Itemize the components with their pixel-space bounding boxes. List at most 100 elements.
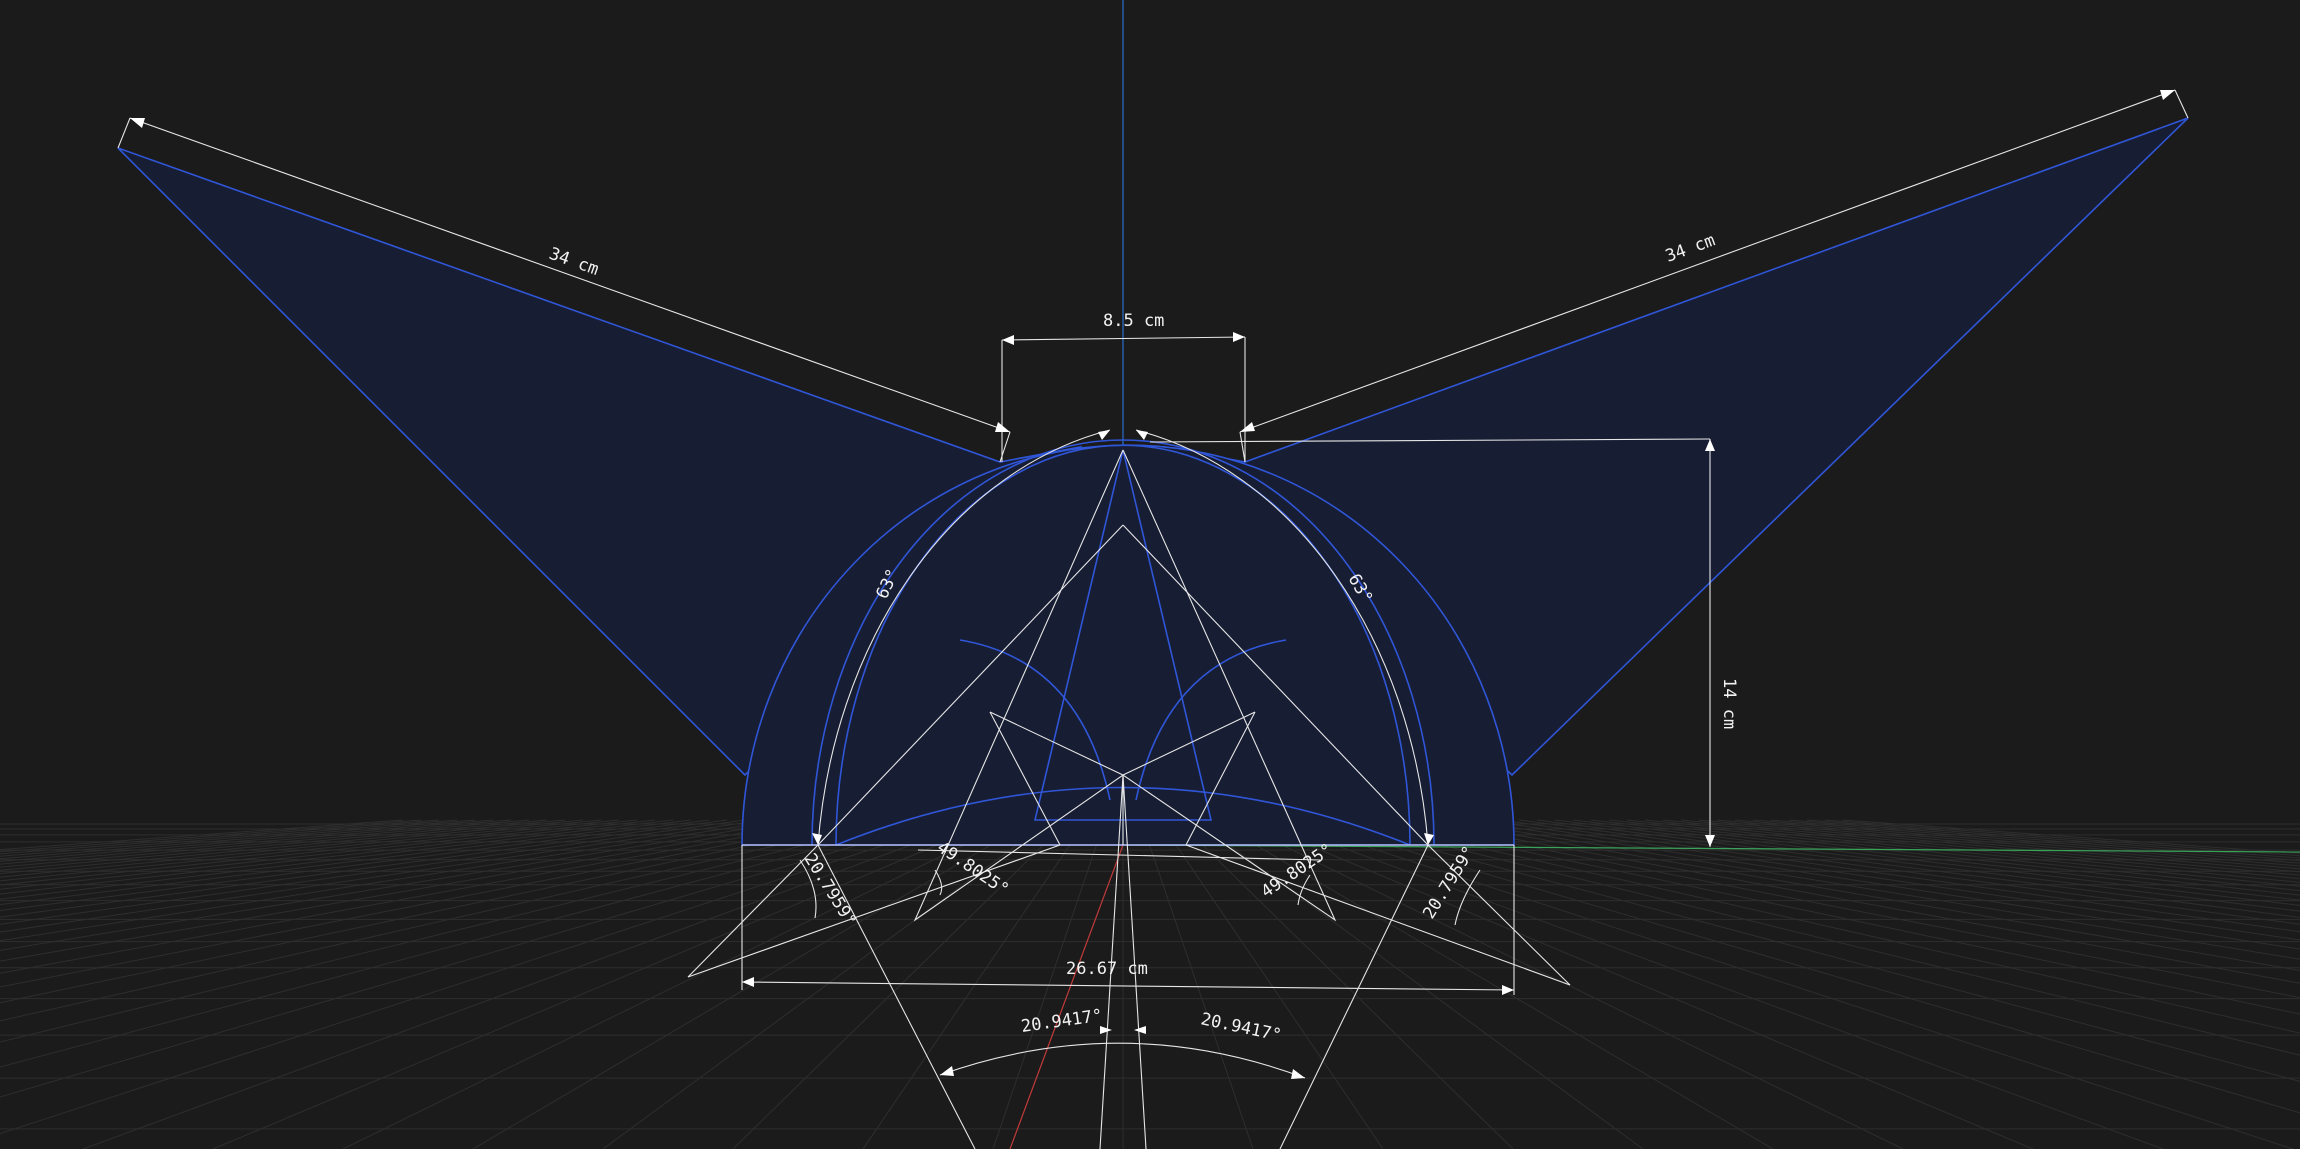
dim-top-width: 8.5 cm [1103,311,1164,331]
grid-line [0,819,602,882]
grid-line [0,819,872,1004]
grid-line [1176,819,1514,1149]
grid-line [0,819,674,900]
grid-line [1482,819,2300,941]
grid-line [0,819,908,1043]
arrowhead-icon [1134,1026,1146,1034]
grid-line [1284,819,2294,1149]
grid-line [1140,819,1254,1149]
arrowhead-icon [742,977,754,987]
grid-line [1230,819,1904,1149]
grid-line [0,819,962,1135]
dim-height: 14 cm [1719,678,1739,729]
inner-arc-left-small [959,639,1111,801]
grid-line [1680,819,2300,880]
arrowhead-icon [1705,439,1715,451]
arrowhead-icon [1136,430,1148,440]
grid-line [1788,819,2300,862]
grid-line [0,819,728,918]
grid-line [0,819,476,860]
grid-line [1374,819,2300,1015]
grid-line [0,819,620,886]
inner-arc-outer [811,439,1435,846]
grid-line [1608,819,2300,896]
grid-line [1302,819,2300,1114]
grid-line [1464,819,2300,950]
grid-line [1518,819,2300,925]
arrowhead-icon [812,833,822,845]
grid-line [0,819,926,1068]
grid-line [1410,819,2300,984]
grid-line [0,819,836,974]
dimension-arrows [130,90,2175,1079]
grid-line [732,819,1070,1149]
grid-line [1248,819,2034,1149]
grid-line [1698,819,2300,876]
right-arc-63 [1135,429,1429,846]
grid-line [1392,819,2300,999]
grid-line [0,819,800,951]
grid-line [342,819,1016,1149]
grid-line [0,819,944,1098]
grid-line [0,819,584,878]
grid-line [0,819,818,962]
arrowhead-icon [995,422,1010,432]
grid-line [0,819,890,1022]
grid-line [0,819,656,895]
grid-line [1536,819,2300,918]
grid-line [992,819,1106,1149]
construction-lines [687,449,1571,1149]
inner-arc-mid [835,444,1411,846]
grid-line [0,819,854,988]
grid-line [1212,819,1774,1149]
grid-line [1500,819,2300,933]
arrowhead-icon [1705,835,1715,847]
grid-line [0,819,764,933]
inner-arc-right-small [1135,639,1287,801]
dim-right-edge: 34 cm [1663,230,1718,266]
dim-left-edge: 34 cm [546,244,601,280]
grid-line [1338,819,2300,1056]
angle-bottom-left: 20.9417° [1020,1006,1104,1037]
angle-bottom-right: 20.9417° [1199,1009,1283,1046]
arrowhead-icon [1100,1026,1112,1034]
angle-left-outer: 20.7959° [800,850,860,930]
grid-line [0,819,638,890]
arrowhead-icon [1098,430,1110,440]
grid-line [1572,819,2300,906]
grid-line [1590,819,2300,901]
grid-line [0,819,458,857]
left-arc-63 [817,429,1111,846]
arrowhead-icon [940,1066,954,1076]
x-axis-line [1122,844,2300,853]
grid-line [0,819,782,942]
arrowhead-icon [1233,332,1245,342]
grid-line [0,819,692,906]
dimension-lines [117,89,2189,1079]
grid-line [1716,819,2300,873]
grid-line [0,819,404,851]
arrowhead-icon [1502,985,1514,995]
grid-line [1626,819,2300,892]
grid-line [1662,819,2300,883]
arrowhead-icon [2160,90,2175,100]
grid-line [1806,819,2300,859]
grid-line [1320,819,2300,1082]
grid-line [1446,819,2300,960]
angle-left-inner: 49.8025° [933,838,1012,900]
grid-line [1644,819,2300,887]
grid-line [82,819,980,1149]
arrowhead-icon [1291,1069,1305,1079]
grid-line [1158,819,1384,1149]
grid-line [1428,819,2300,972]
grid-line [0,819,710,912]
dim-base-width: 26.67 cm [1066,959,1148,979]
grid-line [1554,819,2300,912]
ground-grid [0,819,2300,1149]
grid-line [0,819,746,925]
grid-line [1356,819,2300,1034]
arrowhead-icon [1424,833,1434,845]
arrowhead-icon [1240,422,1255,432]
grid-line [212,819,998,1149]
